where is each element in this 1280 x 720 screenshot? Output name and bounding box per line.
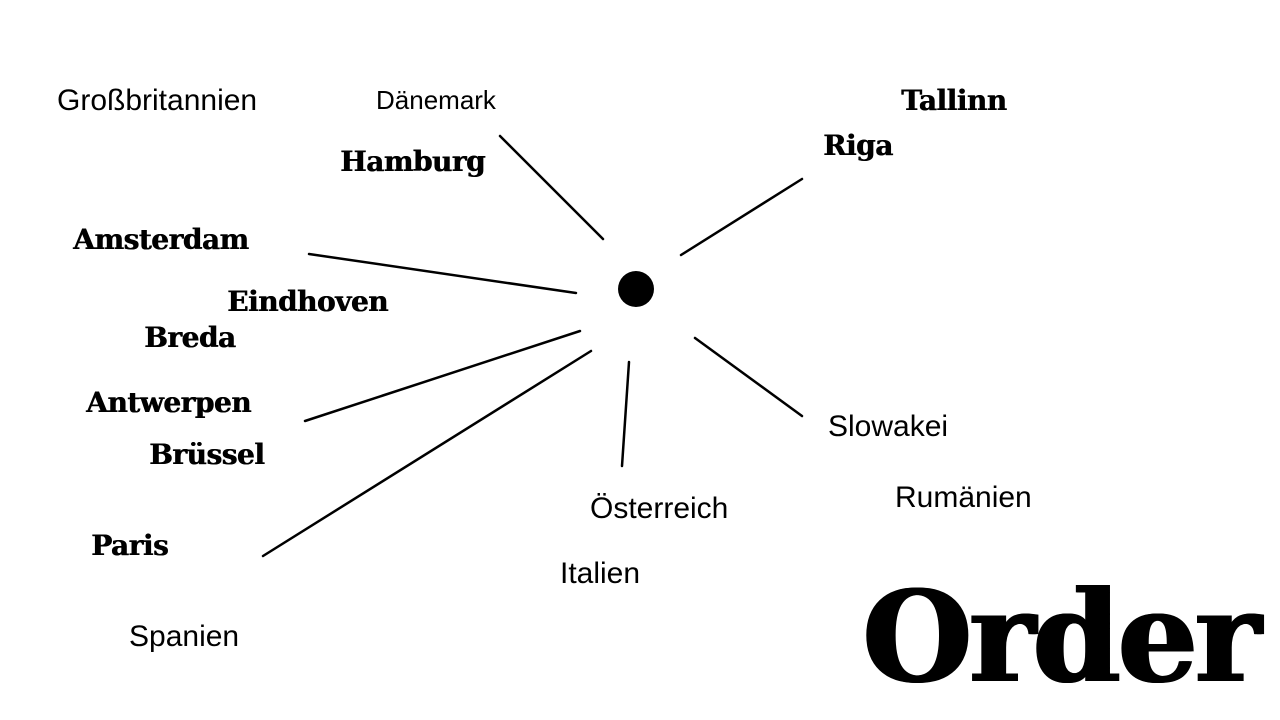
center-dot	[618, 271, 654, 307]
spoke-to-amsterdam	[307, 252, 578, 295]
slide-title: Order	[862, 563, 1261, 711]
spoke-to-riga	[679, 177, 804, 257]
label-spanien: Spanien	[129, 620, 240, 653]
spoke-to-oesterreich	[620, 360, 631, 468]
label-amsterdam: Amsterdam	[73, 223, 249, 256]
label-daenemark: Dänemark	[376, 85, 496, 115]
label-grossbritannien: Großbritannien	[57, 84, 258, 117]
spoke-to-paris	[261, 349, 593, 558]
label-slowakei: Slowakei	[828, 410, 949, 443]
label-hamburg: Hamburg	[340, 145, 486, 178]
label-oesterreich: Österreich	[590, 492, 729, 525]
label-italien: Italien	[560, 557, 641, 590]
spoke-to-antwerpen	[303, 329, 582, 423]
spoke-to-slowakei	[693, 336, 804, 418]
label-rumaenien: Rumänien	[895, 481, 1032, 514]
label-paris: Paris	[91, 529, 169, 562]
label-bruessel: Brüssel	[149, 438, 265, 471]
label-tallinn: Tallinn	[901, 84, 1007, 117]
label-riga: Riga	[823, 129, 893, 162]
label-breda: Breda	[144, 321, 236, 354]
label-eindhoven: Eindhoven	[227, 285, 388, 318]
label-antwerpen: Antwerpen	[86, 386, 251, 419]
spoke-to-daenemark	[498, 134, 605, 241]
